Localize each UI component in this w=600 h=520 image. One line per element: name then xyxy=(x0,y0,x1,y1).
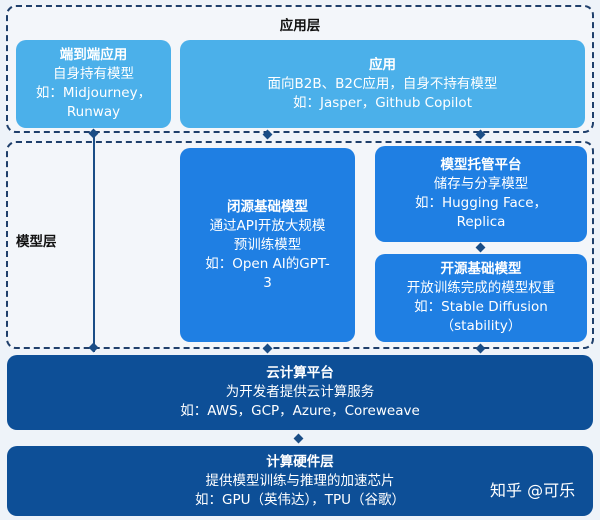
cloud-platform-line: 如：AWS，GCP，Azure，Coreweave xyxy=(180,403,420,419)
end-to-end-app-line: Runway xyxy=(66,104,121,120)
watermark: 知乎 @可乐 xyxy=(490,481,576,500)
closed-source-model-line: 3 xyxy=(263,274,272,291)
hardware-layer-line: 提供模型训练与推理的加速芯片 xyxy=(205,472,395,489)
hardware-layer-box: 计算硬件层 提供模型训练与推理的加速芯片 如：GPU（英伟达），TPU（谷歌） xyxy=(7,446,593,516)
cloud-platform-line: 为开发者提供云计算服务 xyxy=(225,384,375,400)
model-hosting-title: 模型托管平台 xyxy=(440,157,522,173)
model-hosting-line: Replica xyxy=(456,214,506,230)
model-hosting-box: 模型托管平台 储存与分享模型 如：Hugging Face， Replica xyxy=(375,146,587,242)
hardware-layer-title: 计算硬件层 xyxy=(266,453,334,470)
closed-source-model-line: 如：Open AI的GPT- xyxy=(205,255,330,272)
open-source-model-title: 开源基础模型 xyxy=(440,261,522,277)
connector-arrow-icon xyxy=(293,433,304,444)
open-source-model-line: （stability） xyxy=(440,318,522,334)
model-hosting-line: 储存与分享模型 xyxy=(433,176,529,192)
closed-source-model-line: 预训练模型 xyxy=(233,236,302,253)
apps-title: 应用 xyxy=(369,56,396,73)
apps-line: 如：Jasper，Github Copilot xyxy=(292,94,472,111)
connector-line xyxy=(93,130,95,352)
hardware-layer-line: 如：GPU（英伟达），TPU（谷歌） xyxy=(194,491,405,508)
closed-source-model-line: 通过API开放大规模 xyxy=(209,217,326,234)
end-to-end-app-box: 端到端应用 自身持有模型 如：Midjourney， Runway xyxy=(16,40,171,128)
end-to-end-app-line: 如：Midjourney， xyxy=(35,85,152,101)
apps-box: 应用 面向B2B、B2C应用，自身不持有模型 如：Jasper，Github C… xyxy=(180,40,585,128)
cloud-platform-title: 云计算平台 xyxy=(266,365,334,381)
end-to-end-app-line: 自身持有模型 xyxy=(53,66,134,82)
open-source-model-box: 开源基础模型 开放训练完成的模型权重 如：Stable Diffusion （s… xyxy=(375,254,587,342)
model-hosting-line: 如：Hugging Face， xyxy=(414,195,548,211)
closed-source-model-box: 闭源基础模型 通过API开放大规模 预训练模型 如：Open AI的GPT- 3 xyxy=(180,148,355,342)
apps-line: 面向B2B、B2C应用，自身不持有模型 xyxy=(267,75,498,92)
cloud-platform-box: 云计算平台 为开发者提供云计算服务 如：AWS，GCP，Azure，Corewe… xyxy=(7,355,593,430)
open-source-model-line: 如：Stable Diffusion xyxy=(414,299,548,315)
open-source-model-line: 开放训练完成的模型权重 xyxy=(406,280,556,296)
application-layer-label: 应用层 xyxy=(279,18,321,34)
end-to-end-app-title: 端到端应用 xyxy=(59,47,128,63)
closed-source-model-title: 闭源基础模型 xyxy=(227,198,308,215)
model-layer-label: 模型层 xyxy=(16,234,57,250)
